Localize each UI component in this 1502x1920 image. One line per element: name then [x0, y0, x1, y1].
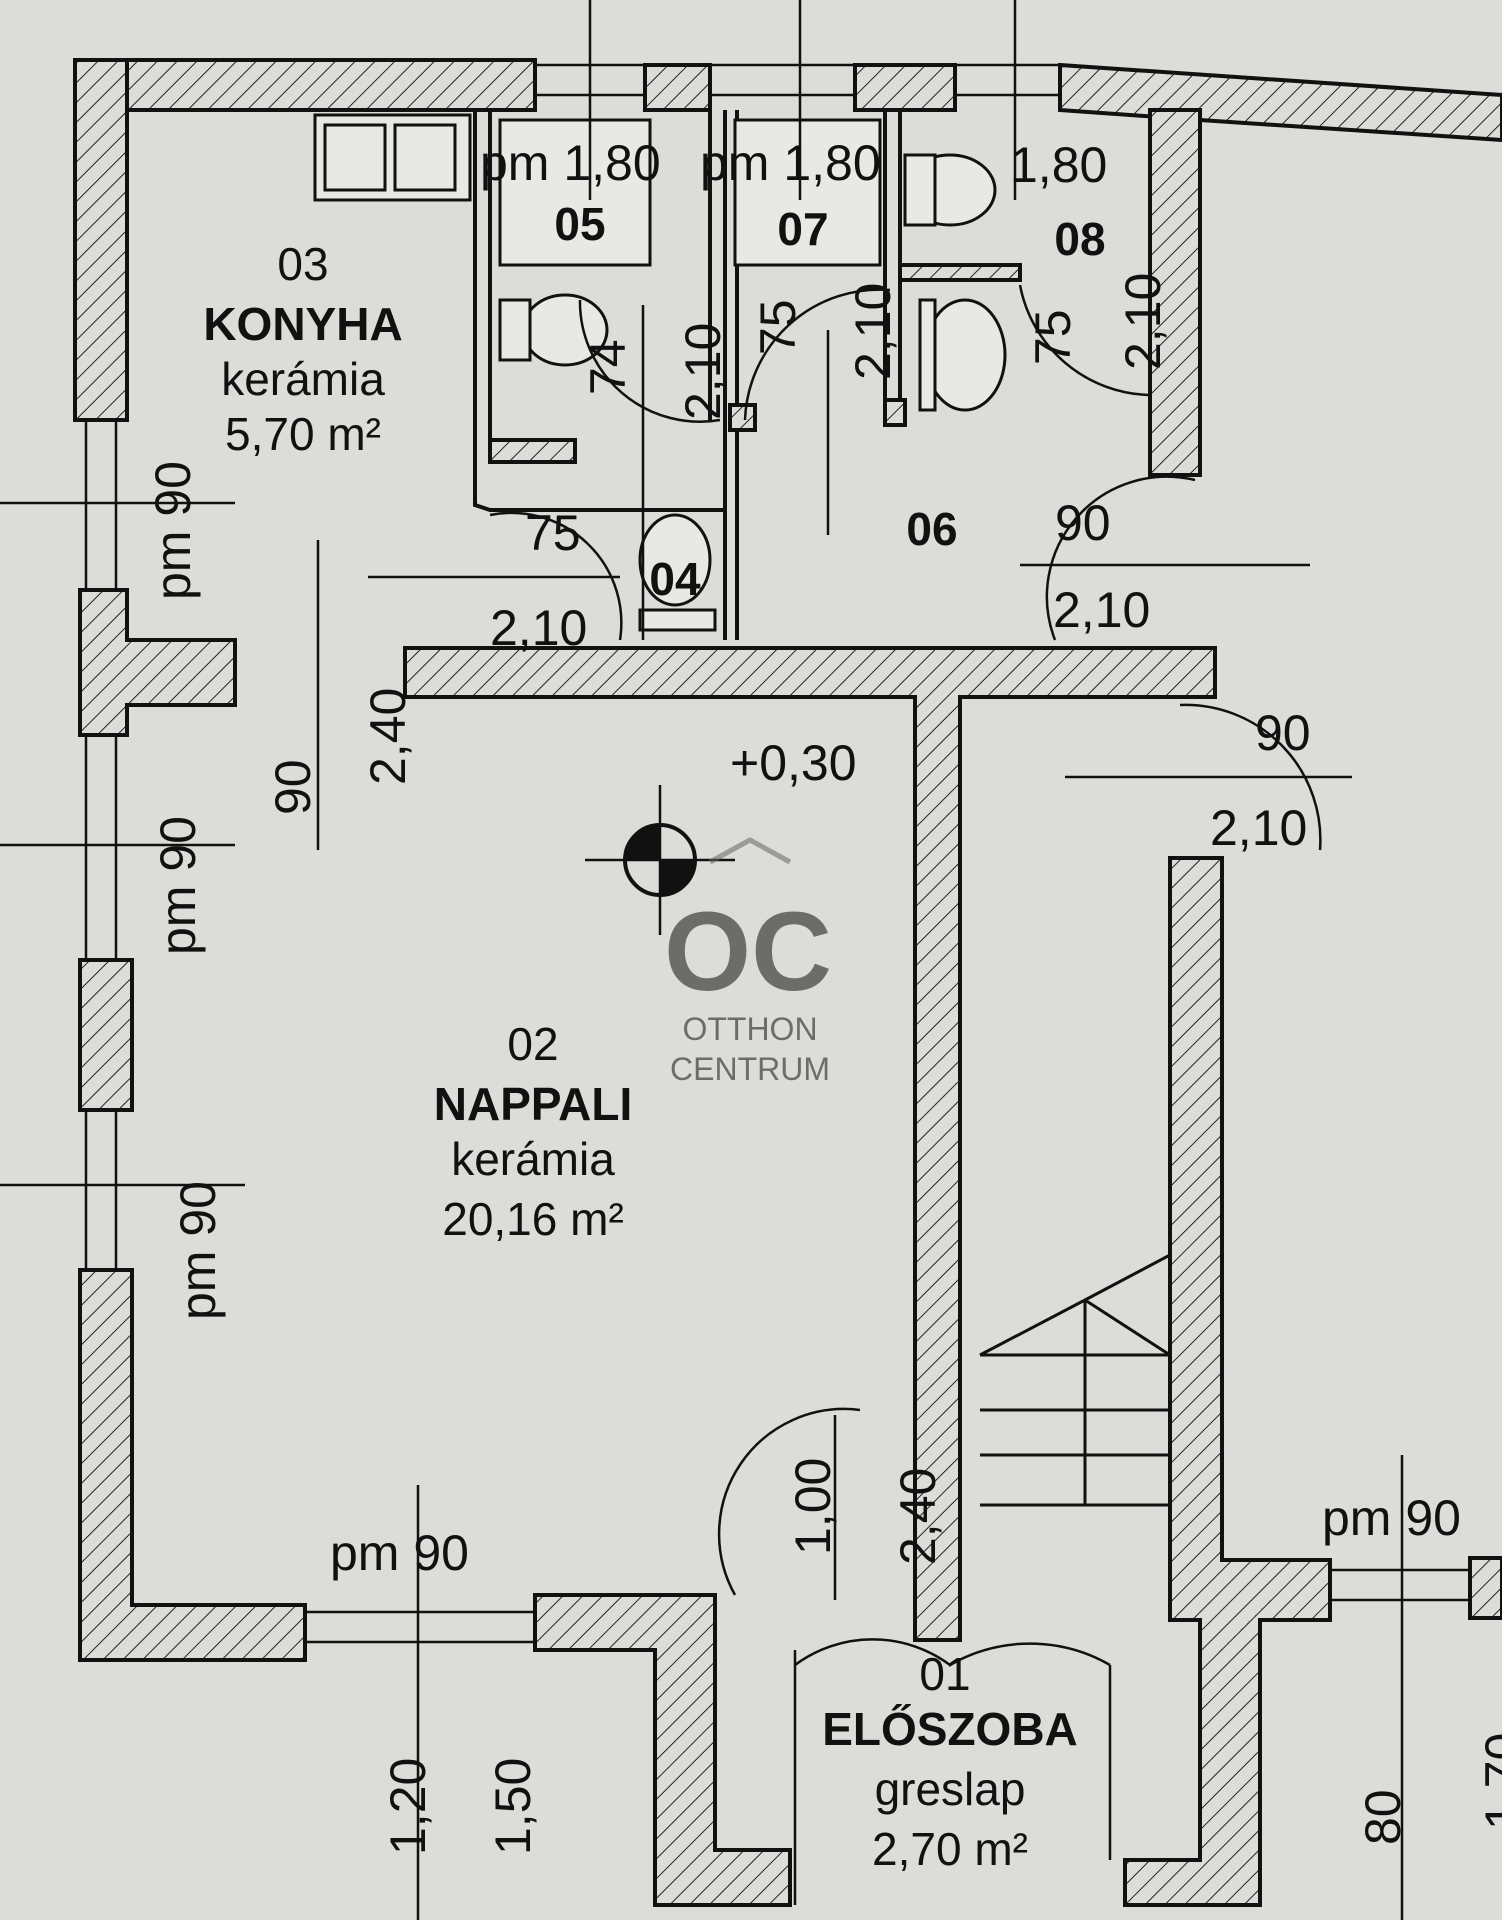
dim-170-right: 1,70 [1475, 1733, 1502, 1830]
partition-stub-05 [488, 438, 577, 464]
room-08-number: 08 [1054, 213, 1105, 265]
washbasin-08 [923, 298, 1007, 412]
dim-pm90-left-1: pm 90 [145, 461, 201, 600]
staircase [979, 1253, 1171, 1507]
room-03-label: 03 KONYHA kerámia 5,70 m² [203, 238, 402, 460]
window-left-1 [84, 418, 118, 592]
room-02-area: 20,16 m² [442, 1193, 624, 1245]
wall-left-1 [73, 58, 129, 422]
level-marker-symbol [585, 785, 735, 935]
room-01-number: 01 [919, 1648, 970, 1700]
dim-90-06: 90 [1055, 495, 1111, 551]
washbasin-04 [638, 513, 712, 607]
wall-top-pier-1 [643, 63, 712, 112]
dim-210-08: 2,10 [1115, 273, 1171, 370]
partition-stub-07 [728, 403, 757, 432]
fixtures [313, 113, 1007, 632]
wall-left-2 [78, 1268, 307, 1662]
wall-top-left [73, 58, 537, 112]
wall-right-stub [1468, 1556, 1502, 1620]
dim-210-07: 2,10 [845, 283, 901, 380]
watermark-roof-icon [708, 837, 792, 865]
wall-stair-right [1123, 856, 1332, 1907]
dim-90-kitchen: 90 [265, 759, 321, 815]
watermark-mark: OC [664, 889, 832, 1014]
dim-pm90-right: pm 90 [1322, 1490, 1461, 1546]
room-01-area: 2,70 m² [872, 1823, 1028, 1875]
dim-210-04: 2,10 [490, 600, 587, 656]
dim-75-08: 75 [1025, 309, 1081, 365]
partition-stub-08 [898, 263, 1022, 282]
window-right [1328, 1568, 1472, 1602]
door-swing-05 [578, 299, 721, 423]
door-swing-entry [717, 1407, 861, 1596]
dim-240-kitchen: 2,40 [360, 688, 416, 785]
window-left-3 [84, 1108, 118, 1272]
window-left-2 [84, 733, 118, 962]
level-text: +0,30 [730, 735, 857, 791]
room-03-number: 03 [277, 238, 328, 290]
room-01-label: 01 ELŐSZOBA greslap 2,70 m² [822, 1648, 1078, 1875]
dim-75-04: 75 [525, 505, 581, 561]
room-02-number: 02 [507, 1018, 558, 1070]
dim-05-pm180: pm 1,80 [480, 135, 661, 191]
door-swings [489, 284, 1322, 1905]
dim-08-180: 1,80 [1010, 137, 1107, 193]
wall-left-pier-2 [78, 958, 134, 1112]
door-swing-stair [1179, 703, 1322, 851]
shower-05 [498, 118, 652, 267]
door-swing-04 [489, 511, 623, 641]
room-02-label: 02 NAPPALI kerámia 20,16 m² [434, 1018, 633, 1245]
room-01-name: ELŐSZOBA [822, 1703, 1078, 1755]
door-swing-07 [743, 288, 891, 421]
dim-100-entry: 1,00 [785, 1458, 841, 1555]
room-03-name: KONYHA [203, 298, 402, 350]
dim-80-right: 80 [1355, 1789, 1411, 1845]
partition-stub-08b [883, 398, 907, 427]
door-swing-08 [1018, 284, 1151, 397]
dim-pm90-left-2: pm 90 [150, 816, 206, 955]
watermark-line2: CENTRUM [670, 1051, 830, 1087]
dim-07-pm180: pm 1,80 [700, 135, 881, 191]
wall-top-pier-2 [853, 63, 957, 112]
wall-bath-right [1148, 108, 1202, 477]
wall-top-right [1058, 62, 1502, 143]
otthon-centrum-watermark: OC OTTHON CENTRUM [664, 837, 832, 1087]
dimension-texts: pm 1,80 pm 1,80 1,80 pm 90 pm 90 pm 90 9… [145, 135, 1502, 1855]
wall-bottom-entry [533, 1593, 792, 1907]
door-swing-06 [1045, 475, 1196, 641]
room-02-floor: kerámia [451, 1133, 615, 1185]
dim-210-05: 2,10 [675, 323, 731, 420]
room-06-number: 06 [906, 503, 957, 555]
room-05-number: 05 [554, 198, 605, 250]
room-01-floor: greslap [875, 1763, 1026, 1815]
dim-pm90-left-3: pm 90 [170, 1181, 226, 1320]
room-02-name: NAPPALI [434, 1078, 633, 1130]
shower-07 [733, 118, 882, 267]
dim-240-entry: 2,40 [890, 1468, 946, 1565]
dim-90-stair: 90 [1255, 705, 1311, 761]
dim-210-06: 2,10 [1053, 582, 1150, 638]
wall-interior-main [403, 646, 1217, 1642]
room-07-number: 07 [777, 203, 828, 255]
dim-75-07: 75 [750, 299, 806, 355]
dimension-lines [0, 0, 1404, 1920]
door-swing-front [794, 1638, 1111, 1667]
room-03-area: 5,70 m² [225, 408, 381, 460]
window-top-07 [708, 63, 857, 97]
window-top-08 [953, 63, 1062, 97]
window-bottom [303, 1610, 537, 1644]
watermark-line1: OTTHON [682, 1011, 817, 1047]
room-03-floor: kerámia [221, 353, 385, 405]
walls [73, 58, 1502, 1907]
dim-120-bottom: 1,20 [380, 1758, 436, 1855]
dim-150-bottom: 1,50 [485, 1758, 541, 1855]
dim-210-stair: 2,10 [1210, 800, 1307, 856]
dim-pm90-bottom: pm 90 [330, 1525, 469, 1581]
room-04-number: 04 [649, 553, 701, 605]
dim-74-05: 74 [580, 339, 636, 395]
